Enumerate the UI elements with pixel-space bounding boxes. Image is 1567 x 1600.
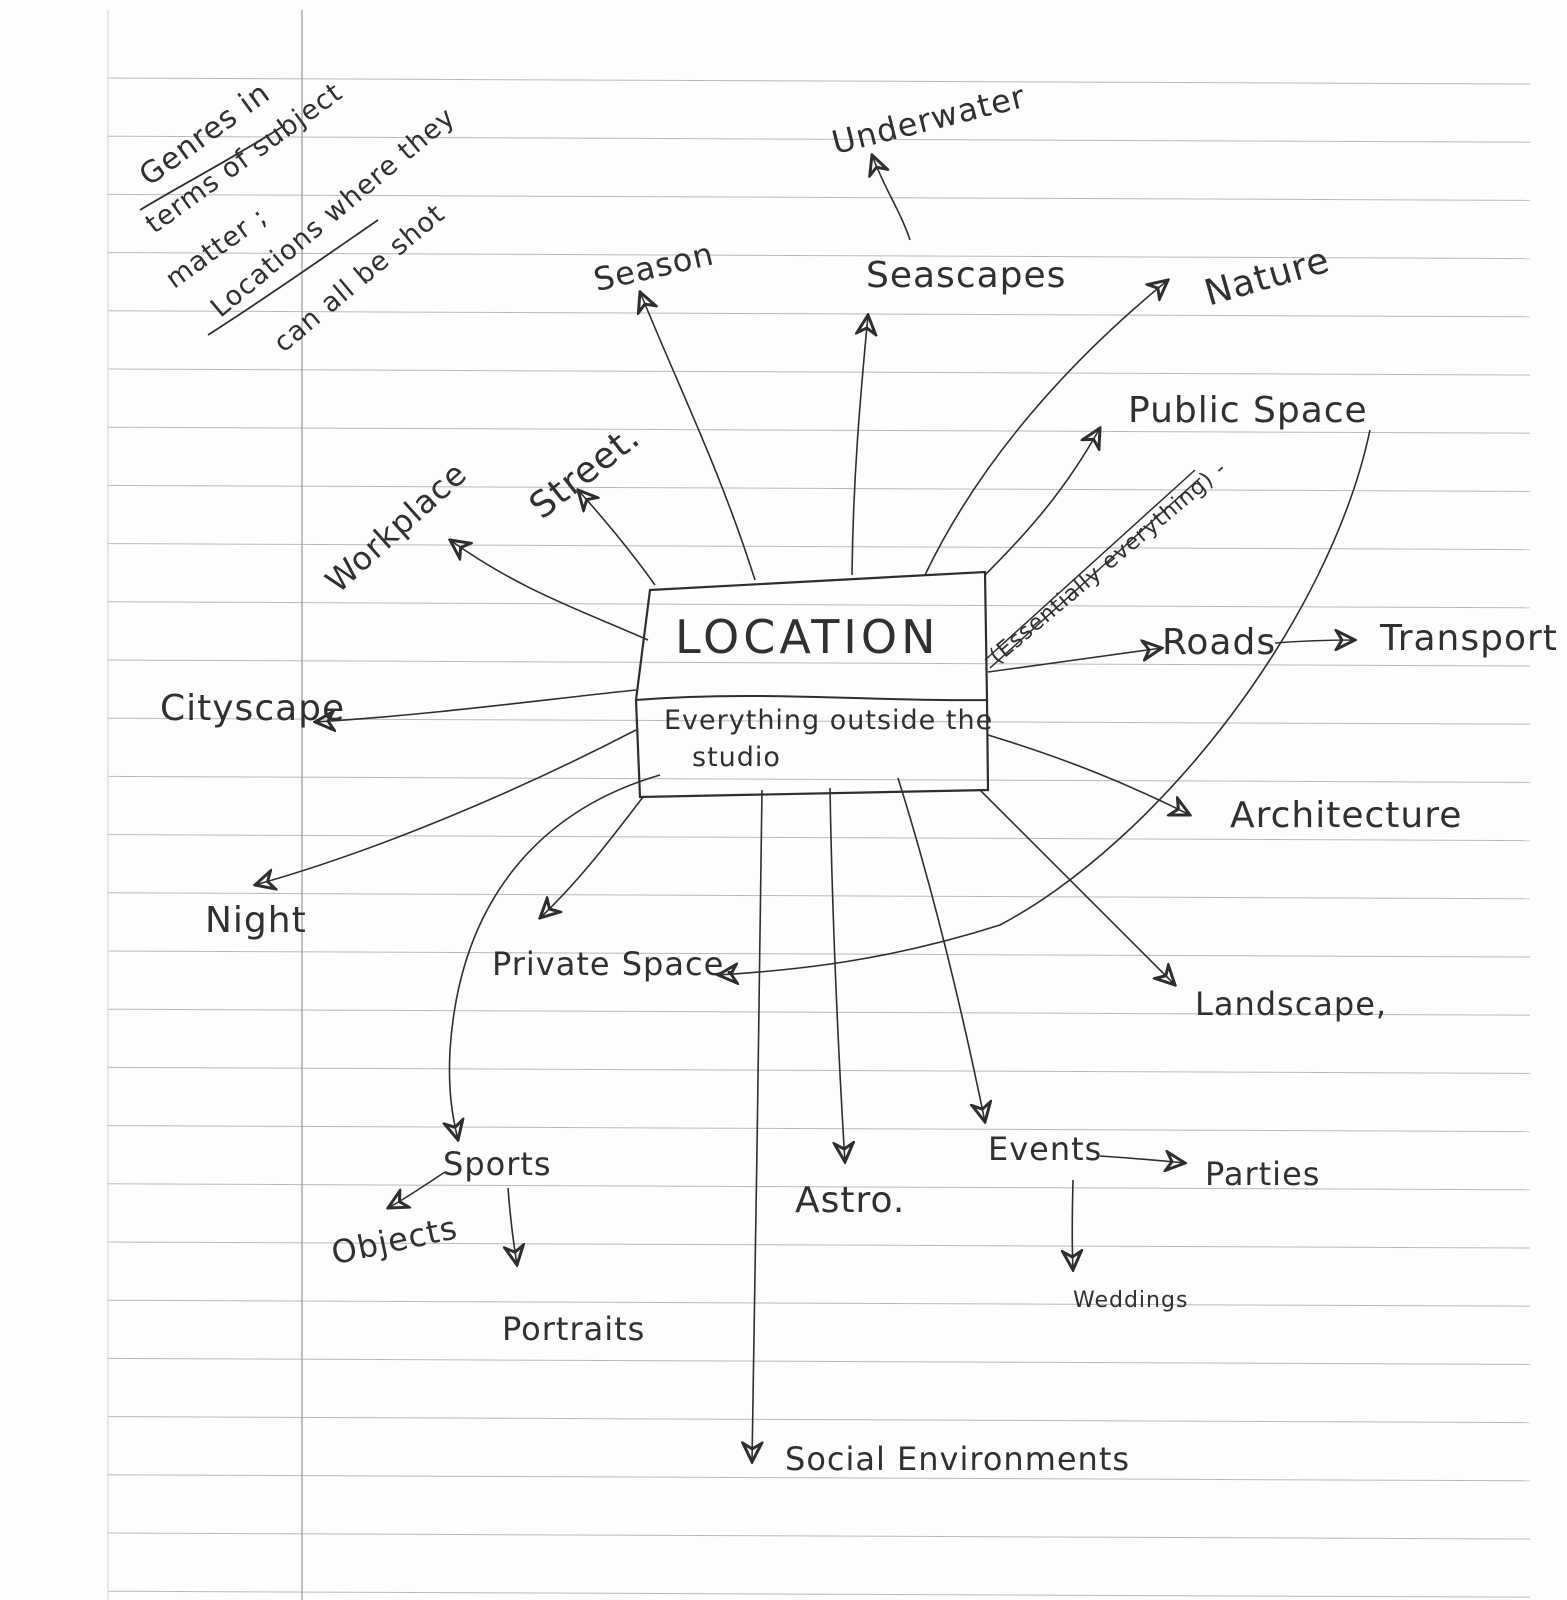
arrow-social-environments xyxy=(752,789,762,1462)
arrow-roads xyxy=(987,648,1162,673)
arrow-public-space xyxy=(984,428,1100,576)
center-subtitle-line1: Everything outside the xyxy=(664,705,994,736)
arrow-landscape xyxy=(979,789,1175,985)
ruled-line xyxy=(107,1066,1531,1074)
ruled-line xyxy=(107,1241,1531,1249)
arrow-cityscape xyxy=(315,689,637,722)
center-subtitle-line2: studio xyxy=(692,742,781,773)
ruled-line xyxy=(107,1183,1531,1191)
node-parties: Parties xyxy=(1205,1155,1321,1193)
ruled-line xyxy=(107,368,1531,376)
arrow-nature xyxy=(924,280,1168,576)
ruled-line xyxy=(107,1125,1531,1133)
ruled-line xyxy=(107,1590,1531,1598)
node-architecture: Architecture xyxy=(1230,795,1463,836)
ruled-line xyxy=(107,1008,1531,1016)
note-underline-1 xyxy=(139,124,286,211)
arrow-workplace xyxy=(450,540,649,641)
ruled-line xyxy=(107,543,1531,551)
arrow-private-space xyxy=(540,796,644,918)
ruled-line xyxy=(107,426,1531,434)
arrow-seascapes-underwater xyxy=(872,155,911,241)
arrow-astro xyxy=(829,787,845,1162)
ruled-line xyxy=(107,1532,1531,1540)
arrow-roads-transport xyxy=(1274,640,1355,643)
ruled-line xyxy=(107,77,1531,85)
ruled-line xyxy=(107,1416,1531,1424)
arrow-public-to-private xyxy=(718,429,1371,975)
note-underline-2 xyxy=(207,219,379,336)
arrow-events xyxy=(897,777,985,1122)
arrow-seascapes xyxy=(851,315,868,576)
arrow-sports xyxy=(449,774,661,1140)
aside-underline xyxy=(984,469,1201,669)
node-portraits: Portraits xyxy=(502,1310,646,1348)
ruled-line xyxy=(107,775,1531,783)
ruled-line xyxy=(107,601,1531,609)
node-sports: Sports xyxy=(443,1145,552,1183)
ruled-line xyxy=(107,193,1531,201)
center-box xyxy=(634,570,990,799)
ruled-line xyxy=(107,310,1531,318)
arrow-architecture xyxy=(987,734,1190,815)
node-roads: Roads xyxy=(1162,622,1277,663)
node-cityscape: Cityscape xyxy=(160,688,346,729)
arrow-night xyxy=(255,729,637,885)
ruled-line xyxy=(107,1299,1531,1307)
arrow-sports-portraits xyxy=(508,1187,517,1265)
node-events: Events xyxy=(988,1130,1103,1168)
node-private-space: Private Space. xyxy=(492,945,736,983)
node-transport: Transport xyxy=(1380,618,1558,659)
node-astro: Astro. xyxy=(795,1180,906,1221)
ruled-line xyxy=(107,659,1531,667)
ruled-line xyxy=(107,950,1531,958)
ruled-line xyxy=(107,484,1531,492)
node-social-environments: Social Environments xyxy=(785,1440,1131,1478)
arrow-sports-objects xyxy=(388,1171,446,1208)
ruled-line xyxy=(107,252,1531,260)
node-night: Night xyxy=(205,900,307,941)
center-box-divider xyxy=(635,694,989,702)
node-landscape: Landscape, xyxy=(1195,985,1388,1023)
arrow-street xyxy=(578,490,656,586)
node-weddings: Weddings xyxy=(1073,1288,1189,1313)
node-seascapes: Seascapes xyxy=(866,255,1067,296)
center-title: LOCATION xyxy=(675,610,940,664)
ruled-line xyxy=(107,135,1531,143)
ruled-line xyxy=(107,834,1531,842)
arrow-events-parties xyxy=(1099,1156,1185,1163)
node-public-space: Public Space xyxy=(1128,390,1368,431)
arrow-events-weddings xyxy=(1072,1179,1073,1270)
ruled-line xyxy=(107,1474,1531,1482)
arrow-season xyxy=(640,292,756,581)
ruled-line xyxy=(107,1357,1531,1365)
ruled-line xyxy=(107,892,1531,900)
